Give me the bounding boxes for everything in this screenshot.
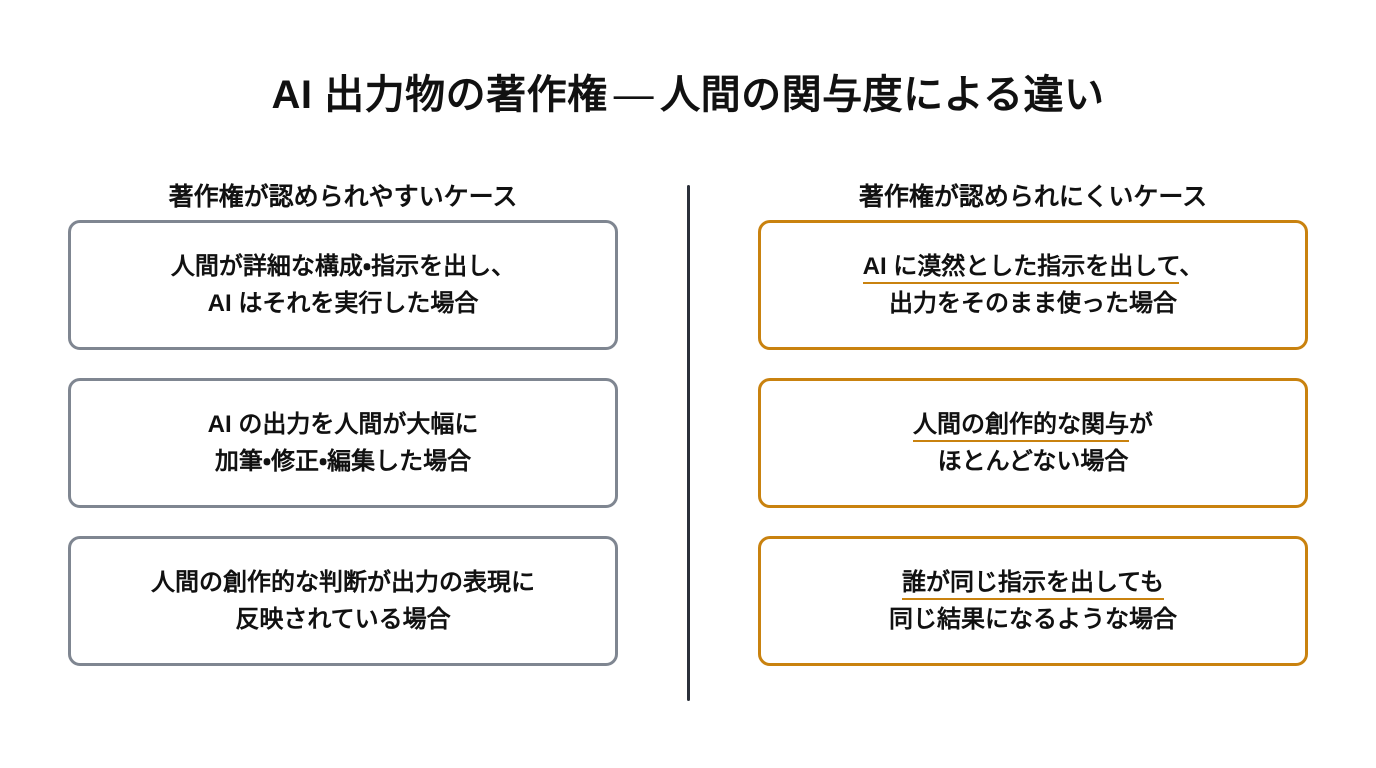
case-card-right-1-underlined: AI に漠然とした指示を出して [862,253,1180,284]
case-card-right-3-underlined: 誰が同じ指示を出しても [901,569,1165,600]
case-card-left-2-line-2: 加筆・修正・編集した場合 [214,448,472,475]
page-title-tail: 人間の関与度による違い [660,73,1105,117]
case-card-right-1-line-2: 出力をそのまま使った場合 [889,290,1177,317]
case-card-left-3-line-2: 反映されている場合 [235,606,451,633]
case-card-left-1[interactable]: 人間が詳細な構成・指示を出し、 AI はそれを実行した場合 [68,220,618,350]
case-card-left-3-line-1: 人間の創作的な判断が出力の表現に [151,569,535,596]
case-card-right-2-underlined: 人間の創作的な関与 [913,411,1129,442]
column-header-right: 著作権が認められにくいケース [858,183,1208,211]
column-copyright-likely: 著作権が認められやすいケース 人間が詳細な構成・指示を出し、 AI はそれを実行… [68,180,618,694]
case-card-right-2-line-1: 人間の創作的な関与が [913,406,1153,443]
case-card-left-2-line-1: AI の出力を人間が大幅に [207,411,479,438]
title-em-dash: — [613,73,655,117]
case-card-right-2-rest: が [1129,411,1153,438]
columns-container: 著作権が認められやすいケース 人間が詳細な構成・指示を出し、 AI はそれを実行… [0,180,1376,710]
page-title-main: AI 出力物の著作権 [271,73,608,117]
case-card-left-2[interactable]: AI の出力を人間が大幅に 加筆・修正・編集した場合 [68,378,618,508]
case-card-right-3-line-2: 同じ結果になるような場合 [889,606,1177,633]
case-card-left-1-line-1: 人間が詳細な構成・指示を出し、 [170,253,516,280]
case-card-left-3[interactable]: 人間の創作的な判断が出力の表現に 反映されている場合 [68,536,618,666]
column-header-left: 著作権が認められやすいケース [168,183,518,211]
case-card-right-1-line-1: AI に漠然とした指示を出して、 [862,248,1204,285]
case-card-left-1-line-2: AI はそれを実行した場合 [207,290,479,317]
case-card-right-1-rest: 、 [1179,253,1204,280]
column-copyright-unlikely: 著作権が認められにくいケース AI に漠然とした指示を出して、 出力をそのまま使… [758,180,1308,694]
page-title: AI 出力物の著作権—人間の関与度による違い [0,62,1376,120]
case-card-right-1[interactable]: AI に漠然とした指示を出して、 出力をそのまま使った場合 [758,220,1308,350]
case-card-right-2[interactable]: 人間の創作的な関与が ほとんどない場合 [758,378,1308,508]
column-divider [687,185,690,701]
case-card-right-2-line-2: ほとんどない場合 [937,448,1129,475]
case-card-right-3[interactable]: 誰が同じ指示を出しても 同じ結果になるような場合 [758,536,1308,666]
case-card-right-3-line-1: 誰が同じ指示を出しても [901,564,1165,601]
